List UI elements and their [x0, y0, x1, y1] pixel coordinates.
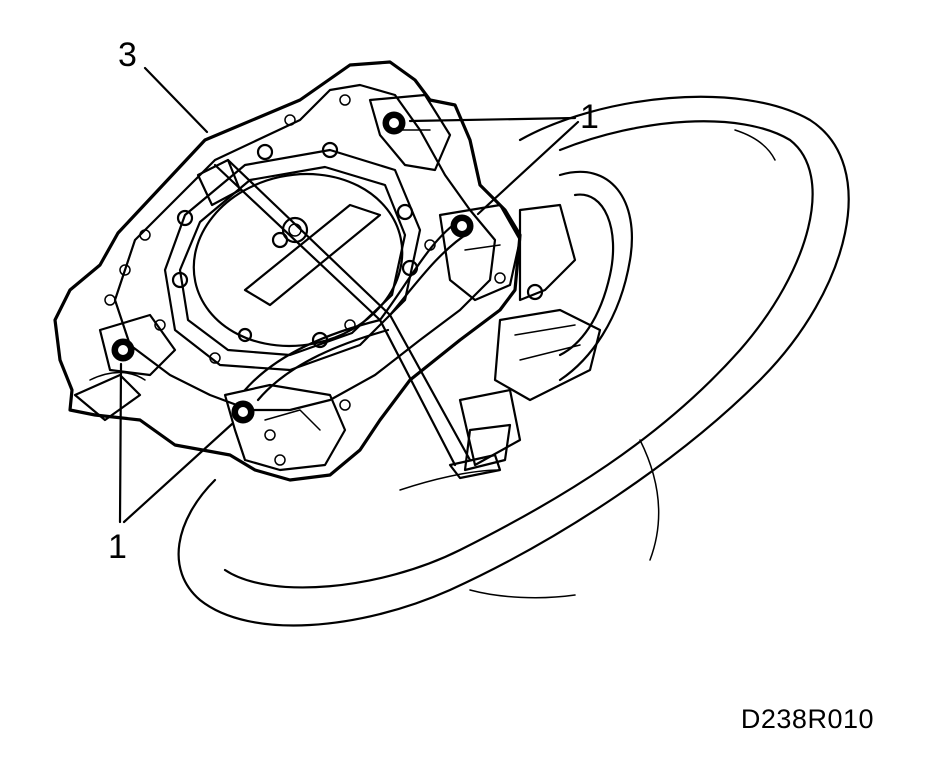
leader-1-top-a — [408, 116, 577, 123]
callout-label-1-top: 1 — [580, 98, 599, 136]
callout-leaders — [118, 66, 580, 524]
airbag-module — [53, 60, 522, 482]
steering-hub — [399, 170, 633, 491]
leader-1-bottom-b — [122, 422, 234, 524]
callout-label-3: 3 — [118, 36, 137, 74]
mounting-holes — [104, 94, 506, 466]
figure-code: D238R010 — [740, 704, 874, 734]
steering-wheel-rim — [177, 95, 850, 627]
airbag-torx-bolts — [111, 111, 474, 424]
bolt-upper-right-of-pair — [450, 214, 474, 238]
callout-label-1-bottom: 1 — [108, 528, 127, 566]
leader-1-top-b — [476, 120, 580, 216]
bolt-lower-right-of-pair — [231, 400, 255, 424]
leader-1-bottom-a — [118, 362, 123, 524]
bolt-upper-left-of-pair — [382, 111, 406, 135]
wiring-harness — [196, 158, 502, 480]
bolt-lower-left-of-pair — [111, 338, 135, 362]
leader-3 — [143, 66, 209, 134]
